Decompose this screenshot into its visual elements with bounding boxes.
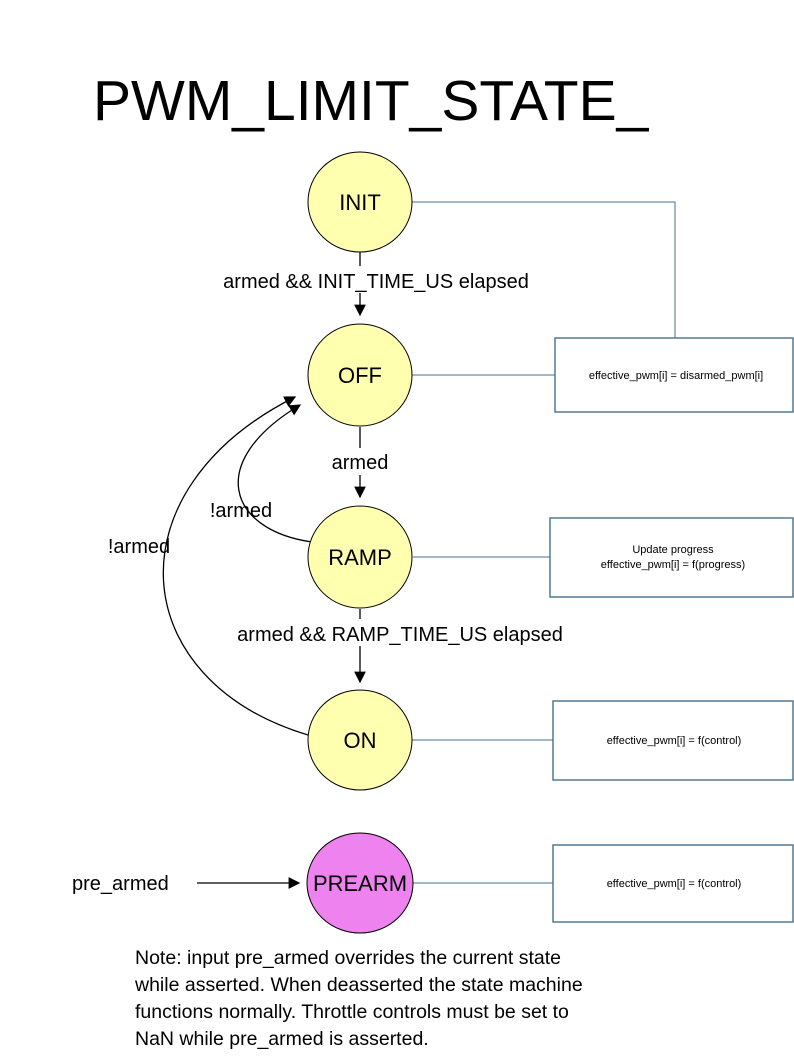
init-to-off-label: armed && INIT_TIME_US elapsed — [223, 271, 529, 293]
on-to-off-edge — [162, 396, 309, 736]
note-line-4: NaN while pre_armed is asserted. — [135, 1028, 429, 1050]
state-on-circle — [307, 689, 413, 791]
init-to-offbox-connector — [412, 201, 676, 338]
ramp-action-text-line1: Update progress — [632, 544, 714, 556]
state-init-circle — [307, 151, 413, 253]
on-action-text: effective_pwm[i] = f(control) — [607, 735, 742, 747]
state-init-label: INIT — [339, 190, 381, 215]
prearm-action-box — [552, 844, 794, 923]
note-line-3: functions normally. Throttle controls mu… — [135, 1001, 569, 1023]
state-ramp-circle — [307, 505, 413, 609]
state-off-label: OFF — [338, 363, 382, 388]
note-line-2: while asserted. When deasserted the stat… — [134, 974, 583, 996]
on-action-box — [552, 700, 794, 781]
ramp-to-on-label-bg — [203, 619, 599, 646]
state-off-circle — [307, 323, 413, 427]
off-to-ramp-label-bg — [323, 448, 397, 475]
state-ramp-label: RAMP — [328, 545, 392, 570]
diagram-title: PWM_LIMIT_STATE_ — [93, 69, 650, 133]
off-action-box — [554, 337, 794, 413]
state-on-label: ON — [344, 728, 377, 753]
ramp-to-on-label: armed && RAMP_TIME_US elapsed — [237, 624, 563, 646]
off-action-text: effective_pwm[i] = disarmed_pwm[i] — [589, 370, 763, 382]
prearm-action-text: effective_pwm[i] = f(control) — [607, 878, 742, 890]
ramp-action-text-line2: effective_pwm[i] = f(progress) — [601, 559, 745, 571]
state-prearm-circle — [306, 832, 414, 934]
ramp-to-off-label: !armed — [210, 500, 272, 522]
ramp-to-off-edge — [237, 404, 313, 543]
state-prearm-label: PREARM — [313, 871, 407, 896]
init-to-off-label-bg — [188, 266, 566, 293]
note-line-1: Note: input pre_armed overrides the curr… — [135, 947, 561, 969]
on-to-off-label: !armed — [108, 536, 170, 558]
ramp-action-box — [549, 517, 794, 598]
prearm-input-label: pre_armed — [72, 873, 169, 895]
off-to-ramp-label: armed — [332, 452, 389, 474]
